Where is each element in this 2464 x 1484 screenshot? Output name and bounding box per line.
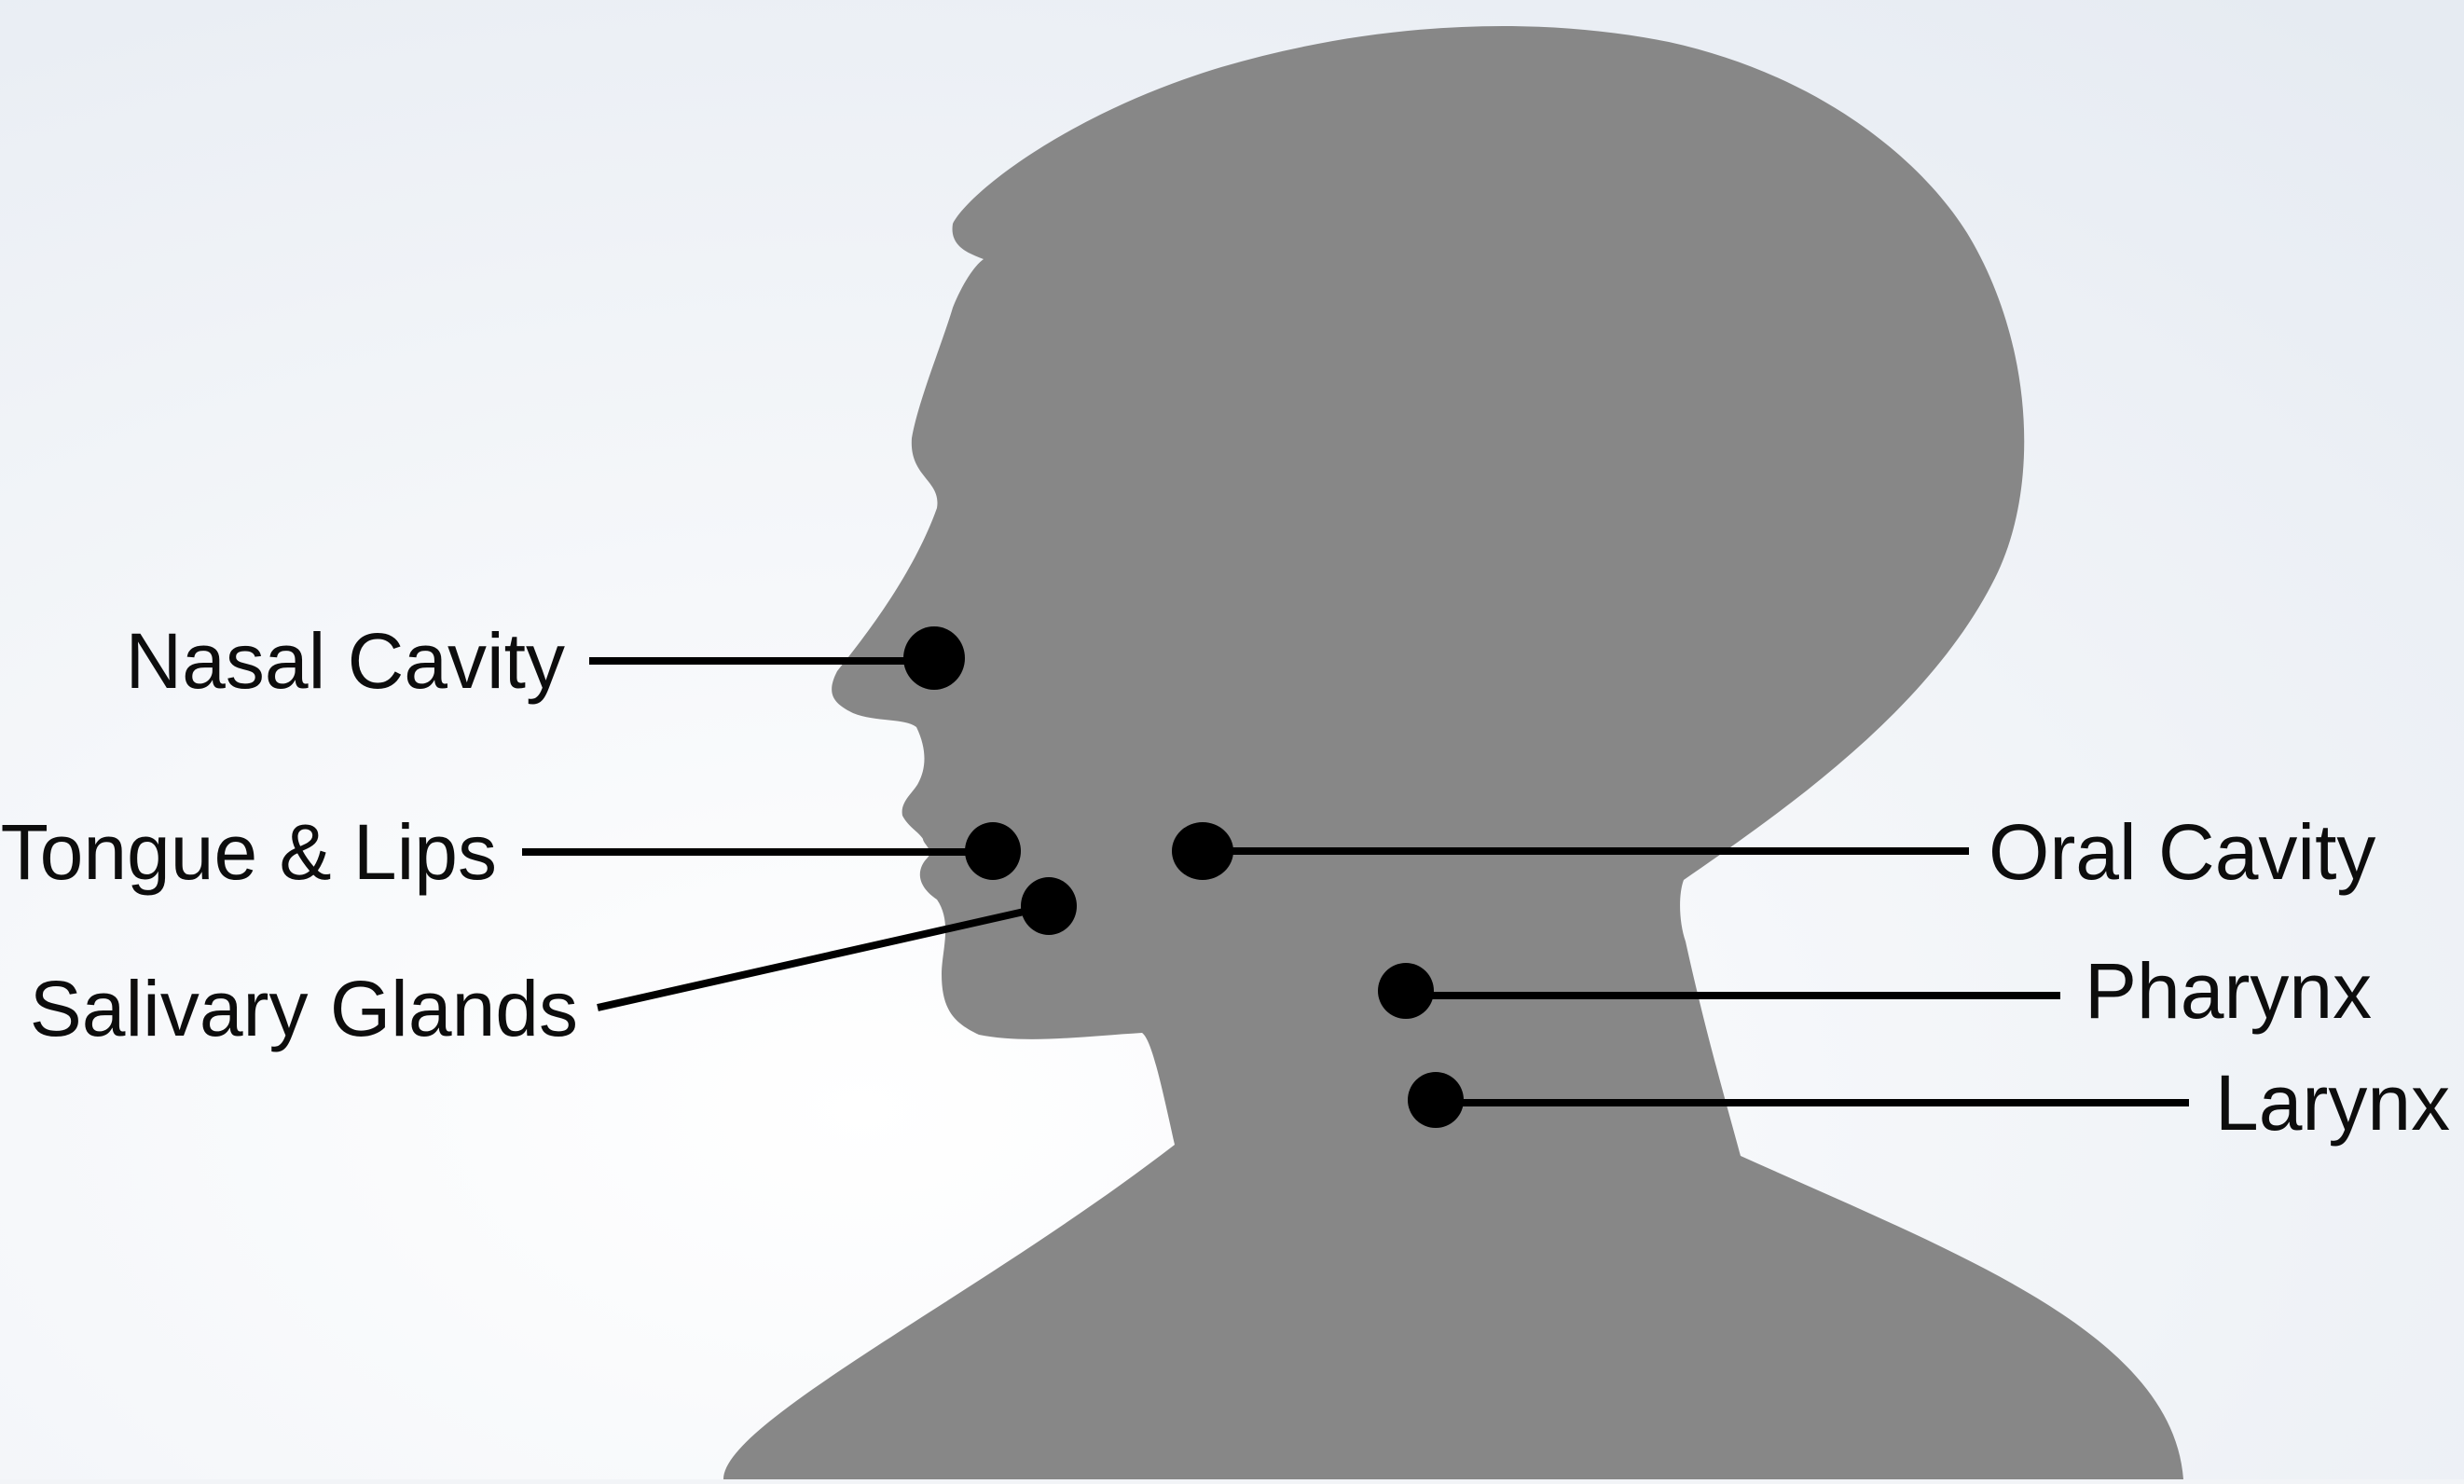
connector-lines xyxy=(522,657,2189,1106)
markers xyxy=(903,626,1464,1128)
nasal-cavity-marker xyxy=(903,626,965,690)
oral-cavity-marker xyxy=(1172,822,1233,880)
pharynx-marker xyxy=(1378,963,1434,1019)
salivary-glands-marker xyxy=(1021,877,1077,935)
salivary-glands-leader-line xyxy=(597,902,1050,1011)
oral-cavity-label: Oral Cavity xyxy=(1989,808,2375,896)
salivary-glands-label: Salivary Glands xyxy=(30,965,578,1052)
pharynx-label: Pharynx xyxy=(2085,947,2372,1035)
labels: Nasal Cavity Tongue & Lips Salivary Glan… xyxy=(1,617,2451,1147)
tongue-lips-label: Tongue & Lips xyxy=(1,808,497,896)
larynx-label: Larynx xyxy=(2215,1059,2450,1147)
tongue-lips-marker xyxy=(965,822,1021,880)
head-silhouette xyxy=(723,25,2183,1479)
larynx-marker xyxy=(1408,1072,1464,1128)
nasal-cavity-label: Nasal Cavity xyxy=(126,617,565,705)
